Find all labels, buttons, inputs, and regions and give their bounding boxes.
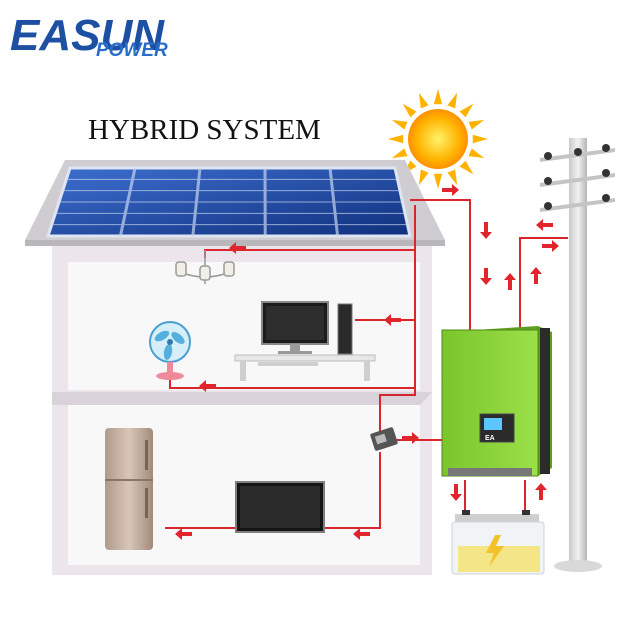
- flow-arrow-2: [480, 268, 492, 285]
- tv-icon: [235, 481, 325, 533]
- flow-arrow-12: [175, 528, 192, 540]
- meter-icon: [370, 427, 398, 451]
- flow-arrow-6: [542, 240, 559, 252]
- flow-arrow-7: [229, 242, 246, 254]
- flow-arrow-11: [353, 528, 370, 540]
- chandelier-icon: [175, 250, 235, 284]
- computer-icon: [234, 301, 376, 381]
- logo: EASUN POWER: [10, 11, 168, 61]
- refrigerator-icon: [105, 428, 153, 550]
- flow-arrow-3: [504, 273, 516, 290]
- utility-pole-icon: [540, 138, 615, 572]
- fan-icon: [149, 321, 191, 380]
- sun-icon: [388, 89, 488, 189]
- flow-arrow-14: [535, 483, 547, 500]
- flow-arrow-4: [530, 267, 542, 284]
- flow-arrow-8: [384, 314, 401, 326]
- logo-sub: POWER: [96, 40, 168, 61]
- flow-arrow-0: [442, 184, 459, 196]
- floor-slab: [52, 392, 432, 405]
- flow-arrow-5: [536, 219, 553, 231]
- flow-arrows: [175, 184, 559, 540]
- solar-panel-icon: [45, 166, 412, 238]
- flow-arrow-9: [199, 380, 216, 392]
- flow-arrow-1: [480, 222, 492, 239]
- logo-brand: EASUN: [10, 11, 165, 60]
- flow-arrow-10: [402, 432, 419, 444]
- flow-arrow-13: [450, 484, 462, 501]
- page-title: HYBRID SYSTEM: [88, 114, 321, 146]
- battery-icon: [451, 510, 545, 575]
- inverter-icon: EA: [441, 326, 552, 477]
- inverter-brand: EA: [485, 435, 495, 442]
